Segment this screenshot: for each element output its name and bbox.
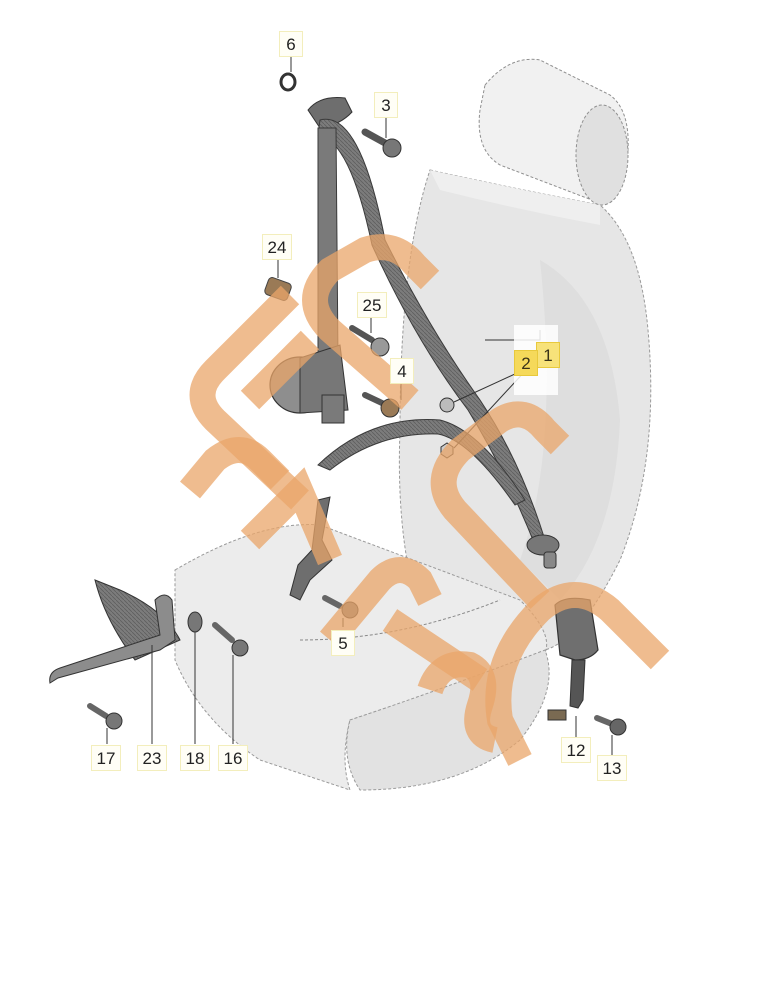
- callout-1[interactable]: 1: [536, 342, 560, 368]
- callout-2[interactable]: 2: [514, 350, 538, 376]
- callout-24[interactable]: 24: [262, 234, 292, 260]
- seat-belt-buckle: [554, 597, 599, 709]
- callout-3[interactable]: 3: [374, 92, 398, 118]
- belt-end-fitting: [526, 534, 560, 569]
- callout-13[interactable]: 13: [597, 755, 627, 781]
- anchor-rail: [49, 579, 181, 684]
- callout-5[interactable]: 5: [331, 630, 355, 656]
- seat-headrest: [478, 58, 629, 206]
- callout-16[interactable]: 16: [218, 745, 248, 771]
- watermark: [180, 234, 670, 766]
- callout-17[interactable]: 17: [91, 745, 121, 771]
- callout-25[interactable]: 25: [357, 292, 387, 318]
- callout-18[interactable]: 18: [180, 745, 210, 771]
- callout-23[interactable]: 23: [137, 745, 167, 771]
- callout-6[interactable]: 6: [279, 31, 303, 57]
- callout-4[interactable]: 4: [390, 358, 414, 384]
- callout-12[interactable]: 12: [561, 737, 591, 763]
